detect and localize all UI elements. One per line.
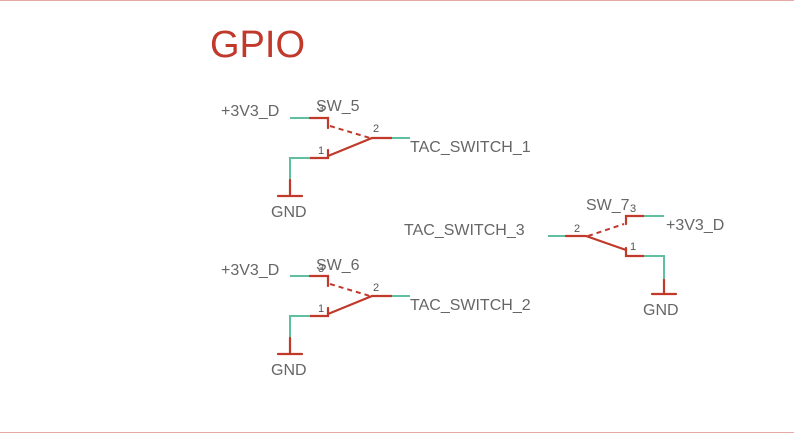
sw5-ground-label: GND bbox=[271, 204, 307, 221]
sw7-ground-label: GND bbox=[643, 302, 679, 319]
sw6-pin2-number: 2 bbox=[373, 282, 379, 294]
sw5-pin3-contact bbox=[308, 116, 330, 130]
sw7-ground-wire bbox=[644, 255, 665, 280]
sw7-ref-label: SW_7 bbox=[586, 197, 630, 214]
sw7-output-net-label: TAC_SWITCH_3 bbox=[404, 222, 525, 239]
sw6-pin3-contact bbox=[308, 274, 330, 288]
sw5-ground-wire bbox=[289, 157, 310, 180]
sw7-pin3-number: 3 bbox=[630, 203, 636, 215]
sheet-title: GPIO bbox=[210, 24, 305, 66]
sw5-power-label: +3V3_D bbox=[221, 103, 279, 120]
switch-sw5[interactable]: +3V3_D SW_5 3 2 1 TAC_SWITCH_1 GND bbox=[221, 98, 531, 221]
sw7-pin2-number: 2 bbox=[574, 223, 580, 235]
sw5-pin3-number: 3 bbox=[318, 103, 324, 115]
sw6-actuator bbox=[329, 283, 371, 297]
sw6-pin1-contact bbox=[308, 306, 330, 318]
sw6-ref-label: SW_6 bbox=[316, 257, 360, 274]
switch-sw6[interactable]: +3V3_D SW_6 3 2 1 TAC_SWITCH_2 GND bbox=[221, 257, 531, 379]
sw5-blade bbox=[326, 136, 374, 158]
sw5-pin1-number: 1 bbox=[318, 145, 324, 157]
sw5-pin1-contact bbox=[308, 148, 330, 160]
sw7-pin1-number: 1 bbox=[630, 241, 636, 253]
sw7-pin3-contact bbox=[624, 214, 646, 226]
sw7-actuator bbox=[587, 223, 625, 237]
sw6-pin3-number: 3 bbox=[318, 263, 324, 275]
sw6-ground-wire bbox=[289, 315, 310, 338]
sw6-blade bbox=[326, 294, 374, 316]
sw6-power-label: +3V3_D bbox=[221, 262, 279, 279]
sw5-output-net-label: TAC_SWITCH_1 bbox=[410, 139, 531, 156]
sw6-pin1-number: 1 bbox=[318, 303, 324, 315]
switch-sw7[interactable]: TAC_SWITCH_3 SW_7 3 2 1 +3V3_D GND bbox=[404, 197, 724, 319]
sw5-pin2-number: 2 bbox=[373, 123, 379, 135]
sw5-actuator bbox=[329, 125, 371, 139]
sw7-pin1-contact bbox=[624, 246, 646, 258]
sw5-ref-label: SW_5 bbox=[316, 98, 360, 115]
sw7-blade bbox=[584, 234, 628, 252]
sw6-output-net-label: TAC_SWITCH_2 bbox=[410, 297, 531, 314]
sw6-ground-label: GND bbox=[271, 362, 307, 379]
sw7-power-label: +3V3_D bbox=[666, 217, 724, 234]
